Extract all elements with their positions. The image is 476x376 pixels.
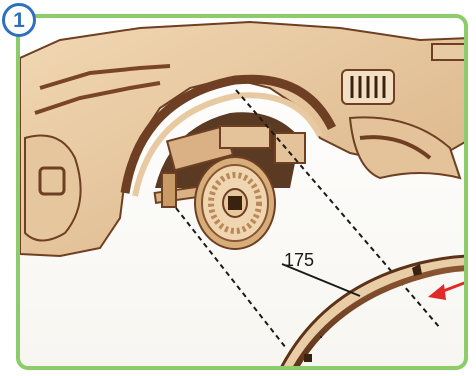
insert-direction-arrow <box>428 280 468 300</box>
assembly-illustration <box>20 18 468 370</box>
front-wheel <box>195 157 275 249</box>
part-number-label: 175 <box>284 250 314 271</box>
step-number-badge: 1 <box>2 3 36 37</box>
instruction-panel: 175 <box>16 14 468 370</box>
